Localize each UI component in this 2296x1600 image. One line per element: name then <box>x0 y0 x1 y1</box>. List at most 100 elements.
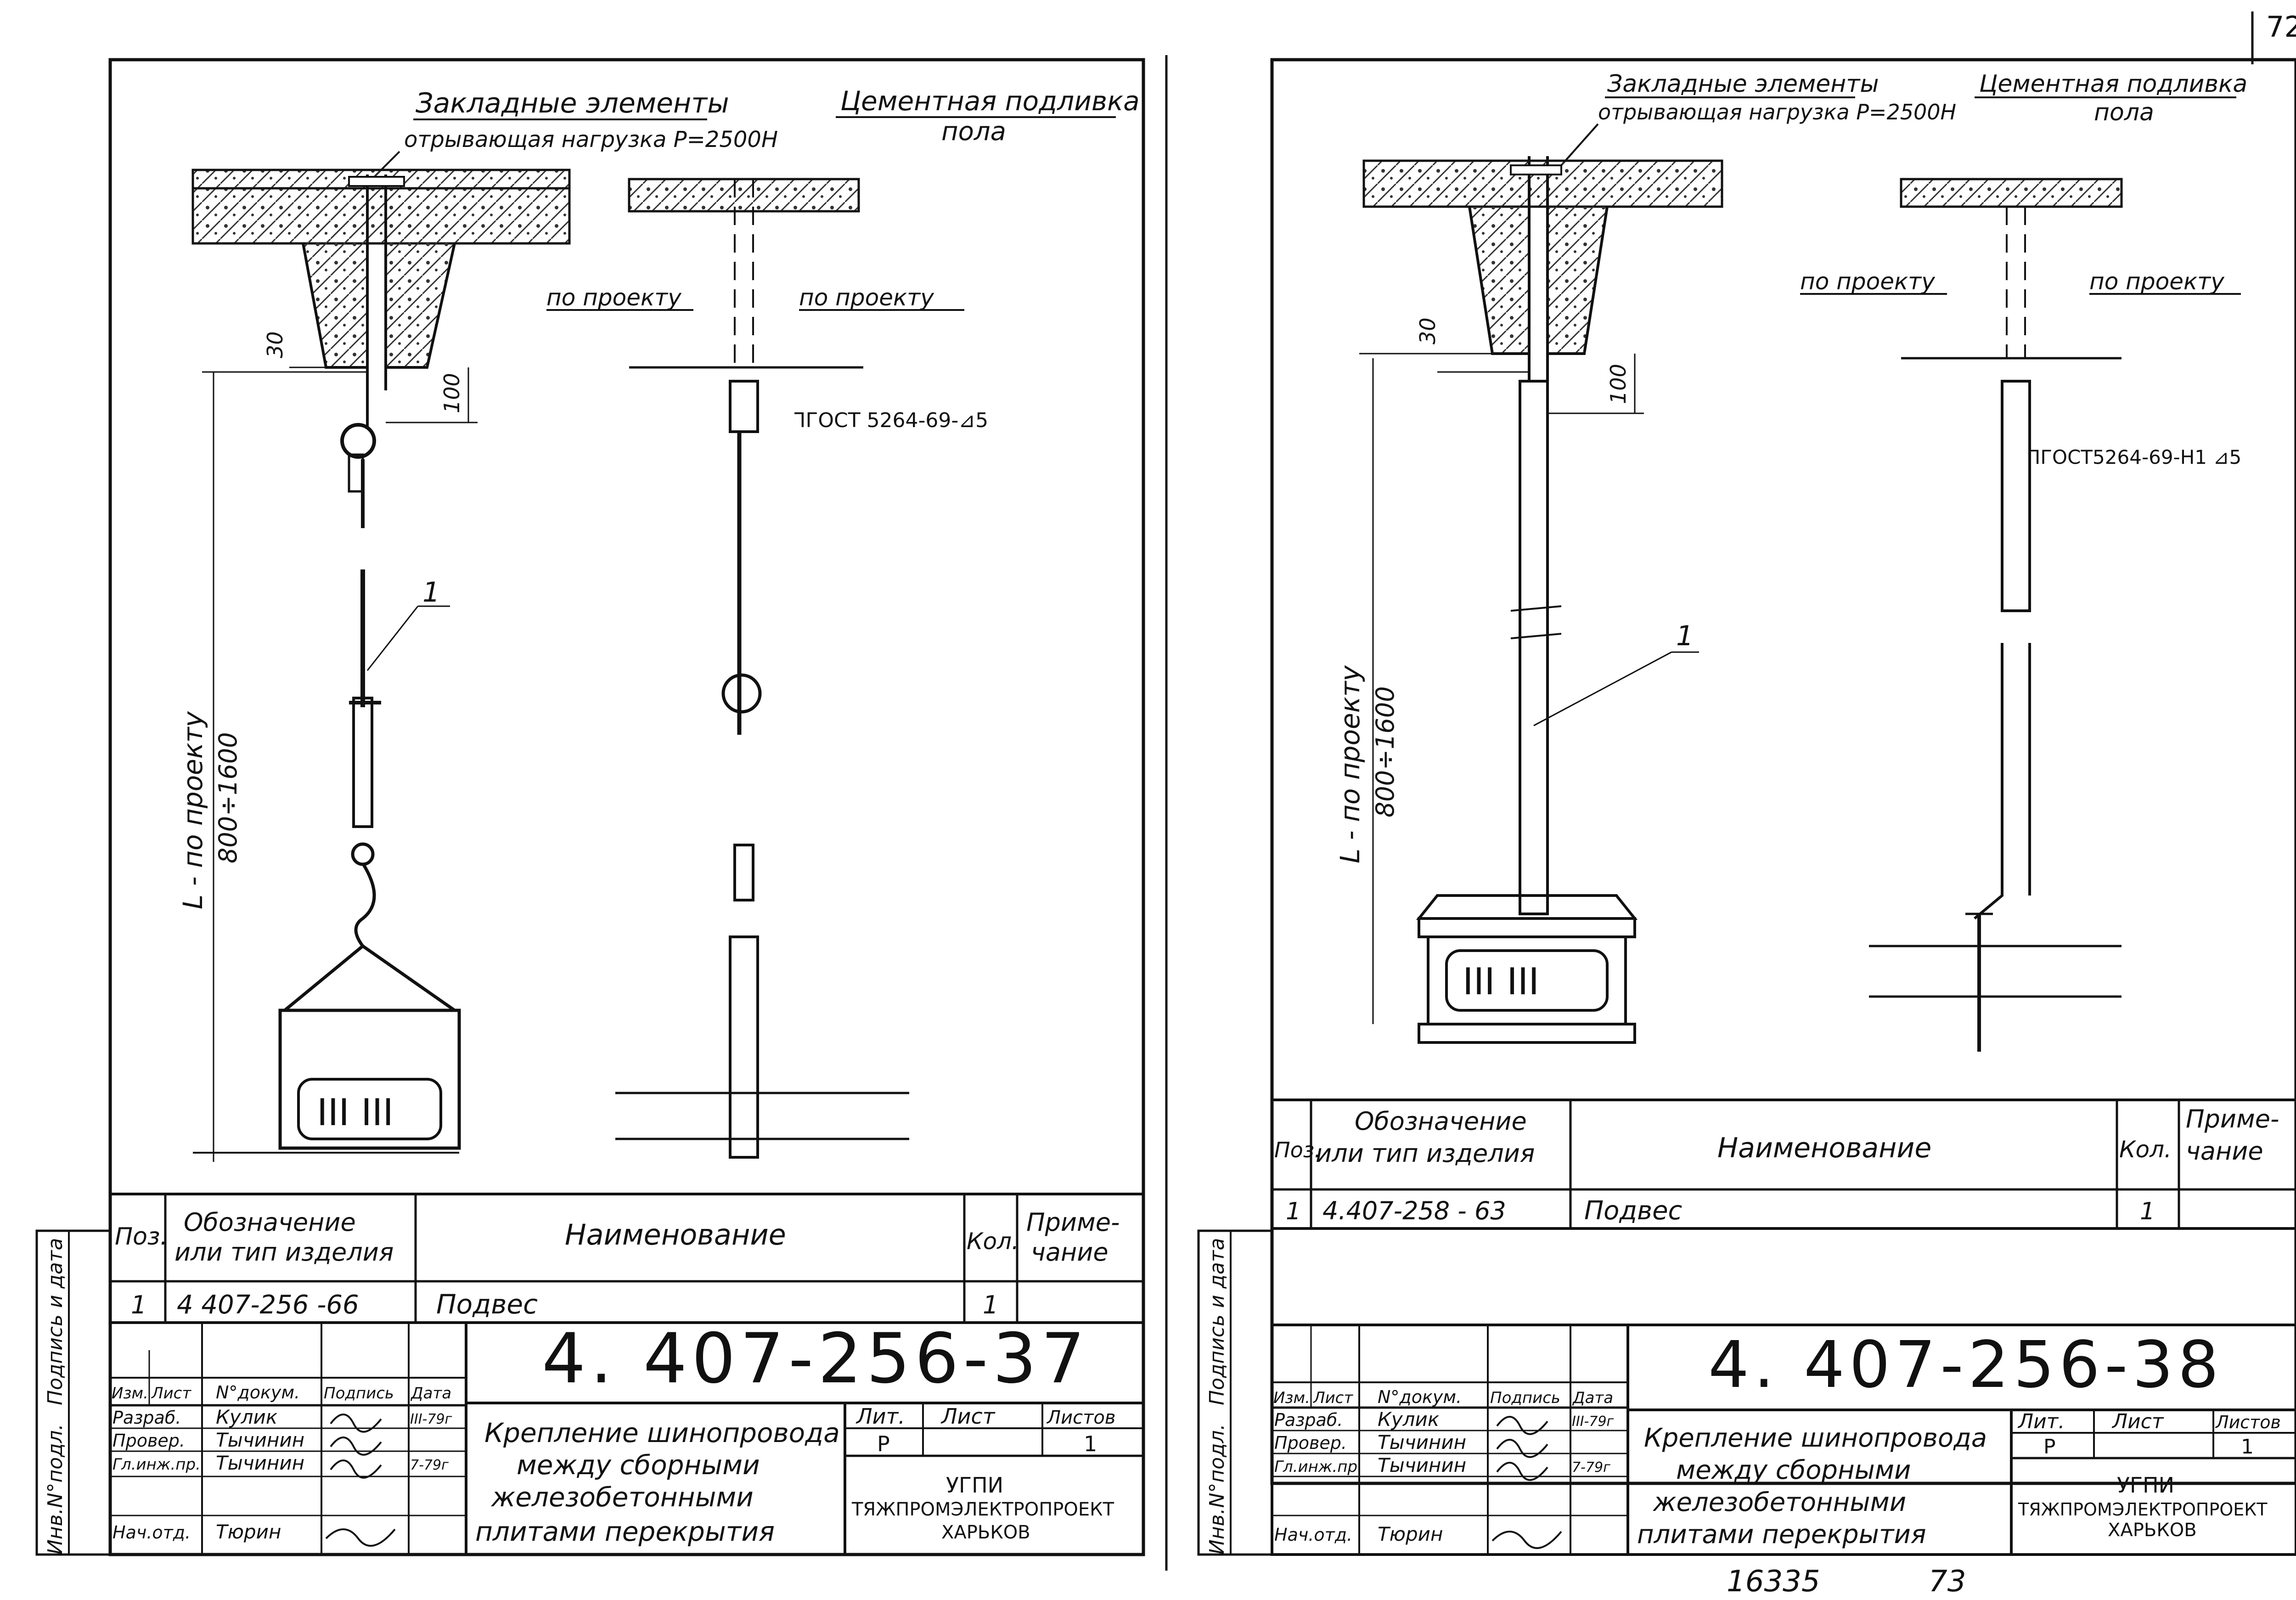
org-38c: ХАРЬКОВ <box>2108 1520 2197 1541</box>
date-2-38: 7-79г <box>1572 1459 1610 1476</box>
signature-38c <box>1496 1462 1548 1481</box>
role-1-37: Разраб. <box>113 1408 181 1428</box>
role-2-38: Провер. <box>1274 1433 1347 1453</box>
name-1-37: Кулик <box>216 1406 278 1428</box>
org-37c: ХАРЬКОВ <box>941 1522 1030 1543</box>
sheets-37: Листов <box>1046 1407 1115 1428</box>
date-1-38: III-79г <box>1572 1414 1614 1430</box>
title-37c: железобетонными <box>490 1482 754 1513</box>
col-desig-38b: или тип изделия <box>1316 1139 1535 1168</box>
role-2-37: Провер. <box>113 1431 185 1451</box>
col-name-38: Наименование <box>1717 1132 1931 1164</box>
sheet-38: Инв.N°подл. Подпись и дата Закладные эле… <box>1197 58 2296 1599</box>
sheets-val-38: 1 <box>2241 1435 2254 1459</box>
busbar-mark-37: III III <box>317 1091 394 1134</box>
tb-sign-37: Подпись <box>324 1384 394 1403</box>
role-3-37: Гл.инж.пр. <box>113 1455 201 1474</box>
tb-date-38: Дата <box>1572 1389 1613 1407</box>
name-1-38: Кулик <box>1378 1408 1440 1431</box>
tb-sign-38: Подпись <box>1490 1389 1560 1407</box>
page-number-top: 72 <box>2266 10 2296 44</box>
row-pos-38: 1 <box>1286 1198 1301 1225</box>
per-project-38a: по проекту <box>1800 268 1936 295</box>
col-pos-38: Поз. <box>1274 1138 1321 1162</box>
name-3-38: Тычинин <box>1378 1454 1466 1476</box>
col-note-38a: Приме- <box>2186 1104 2279 1133</box>
col-qty-37: Кол. <box>967 1228 1019 1255</box>
col-note-37a: Приме- <box>1026 1208 1120 1237</box>
col-pos-37: Поз. <box>115 1223 168 1251</box>
weld-label-37: ⅂ГОСТ 5264-69-⊿5 <box>794 409 988 432</box>
sheet-38-label: Лист <box>2111 1410 2164 1433</box>
length-range-38: 800÷1600 <box>1371 686 1400 817</box>
lit-37: Лит. <box>855 1404 905 1429</box>
row-pos-37: 1 <box>131 1290 146 1319</box>
label-screed-37: Цементная подливка <box>840 85 1140 117</box>
title-38c: железобетонными <box>1652 1487 1906 1517</box>
date-2-37: 7-79г <box>410 1457 449 1473</box>
tb-list-37: Лист <box>151 1384 191 1403</box>
title-37a: Крепление шинопровода <box>484 1417 840 1448</box>
title-37d: плитами перекрытия <box>475 1516 775 1547</box>
side-label-sign-38: Подпись и дата <box>1205 1238 1229 1405</box>
label-screed-38: Цементная подливка <box>1979 70 2247 98</box>
label-floor-37: пола <box>941 117 1006 146</box>
sheets-38: Листов <box>2215 1412 2281 1432</box>
signature-38d <box>1491 1531 1562 1549</box>
dim-30-38: 30 <box>1415 317 1440 344</box>
title-38b: между сборными <box>1676 1455 1911 1485</box>
name-4-38: Тюрин <box>1378 1523 1443 1545</box>
row-qty-37: 1 <box>983 1290 998 1319</box>
signature-37b <box>330 1437 382 1456</box>
tb-izm-38: Изм. <box>1273 1389 1310 1407</box>
title-38d: плитами перекрытия <box>1637 1520 1926 1549</box>
signature-38a <box>1496 1416 1548 1435</box>
doc-code-38: 4. 407-256-38 <box>1708 1328 2223 1403</box>
name-3-37: Тычинин <box>216 1452 304 1474</box>
title-37b: между сборными <box>517 1449 760 1481</box>
dim-100-37: 100 <box>439 373 464 413</box>
col-note-38b: чание <box>2186 1137 2263 1166</box>
spec-table-37: Поз. Обозначение или тип изделия Наимено… <box>109 1193 1145 1324</box>
leader-1-37: 1 <box>422 576 440 608</box>
row-desig-38: 4.407-258 - 63 <box>1322 1196 1506 1225</box>
lit-val-38: Р <box>2043 1435 2056 1459</box>
length-label-38: L - по проекту <box>1334 665 1366 863</box>
side-label-inv: Инв.N°подл. <box>44 1424 67 1555</box>
name-4-37: Тюрин <box>216 1521 281 1543</box>
tb-izm-37: Изм. <box>112 1384 148 1403</box>
signature-37c <box>330 1459 382 1479</box>
sheets-val-37: 1 <box>1084 1431 1097 1456</box>
dim-100-38: 100 <box>1606 364 1631 404</box>
col-desig-38a: Обозначение <box>1355 1107 1527 1136</box>
tb-date-37: Дата <box>410 1384 451 1403</box>
sheet-37-label: Лист <box>940 1404 996 1429</box>
frame-38 <box>1270 58 2296 1485</box>
per-project-37a: по проекту <box>546 284 682 311</box>
name-2-38: Тычинин <box>1378 1431 1466 1454</box>
label-embedded-38: Закладные элементы <box>1607 70 1879 98</box>
name-2-37: Тычинин <box>216 1429 304 1451</box>
spec-table-38: Поз. Обозначение или тип изделия Наимено… <box>1271 1099 2296 1230</box>
col-name-37: Наименование <box>565 1218 786 1251</box>
archive-number: 16335 <box>1727 1565 1820 1599</box>
title-block-37: Изм. Лист N°докум. Подпись Дата Разраб. … <box>109 1319 1145 1556</box>
org-37a: УГПИ <box>946 1473 1003 1498</box>
row-qty-38: 1 <box>2140 1198 2155 1225</box>
row-name-38: Подвес <box>1584 1196 1683 1226</box>
page-number-bottom: 73 <box>1929 1565 1966 1599</box>
weld-label-38: ⅂ГОСТ5264-69-Н1 ⊿5 <box>2030 446 2241 468</box>
role-4-38: Нач.отд. <box>1274 1525 1352 1545</box>
side-label-inv-38: Инв.N°подл. <box>1205 1424 1229 1555</box>
col-qty-38: Кол. <box>2119 1136 2172 1163</box>
org-38a: УГПИ <box>2117 1473 2174 1498</box>
lit-val-37: Р <box>877 1431 890 1456</box>
label-embedded-37: Закладные элементы <box>416 87 729 119</box>
label-load-37: отрывающая нагрузка Р=2500Н <box>404 127 778 152</box>
row-name-37: Подвес <box>436 1289 538 1320</box>
col-desig-37b: или тип изделия <box>174 1238 394 1267</box>
date-1-37: III-79г <box>410 1411 452 1427</box>
sheet-37: Инв.N°подл. Подпись и дата Закладные эле… <box>35 58 1145 1556</box>
busbar-mark-38: III III <box>1463 960 1539 1003</box>
